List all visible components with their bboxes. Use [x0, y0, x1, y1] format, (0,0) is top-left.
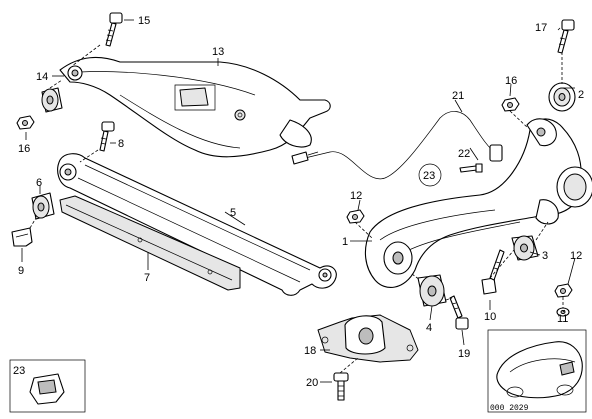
callout-5: 5: [230, 207, 236, 219]
inset-vehicle-locator: 000 2029: [487, 329, 587, 413]
callout-12-right: 12: [570, 250, 582, 262]
part-bushing-6[interactable]: [31, 192, 55, 220]
part-upper-control-arm[interactable]: [59, 56, 331, 158]
inset-clip-23: [9, 359, 86, 413]
callout-7: 7: [144, 272, 150, 284]
part-mount-bracket-18[interactable]: [317, 314, 419, 363]
callout-14: 14: [36, 71, 48, 83]
callout-16-left: 16: [18, 143, 30, 155]
callout-17: 17: [535, 22, 547, 34]
part-bolt-8[interactable]: [99, 121, 115, 152]
part-wheel-carrier-1[interactable]: [364, 118, 592, 288]
callout-16-right: 16: [505, 75, 517, 87]
callout-3: 3: [542, 250, 548, 262]
part-bolt-15[interactable]: [105, 12, 123, 47]
callout-23-circle: 23: [418, 163, 442, 187]
callout-23: 23: [423, 170, 435, 182]
callout-2: 2: [578, 89, 584, 101]
callout-19: 19: [458, 348, 470, 360]
part-screw-22[interactable]: [459, 163, 483, 173]
callout-23-inset: 23: [13, 365, 25, 377]
callout-15: 15: [138, 15, 150, 27]
callout-11: 11: [557, 313, 568, 325]
part-lower-link-5[interactable]: [57, 153, 337, 296]
callout-8: 8: [118, 138, 124, 150]
callout-22: 22: [458, 148, 470, 160]
part-nut-16-left[interactable]: [16, 115, 35, 130]
part-bolt-10[interactable]: [481, 249, 505, 295]
callout-10: 10: [484, 311, 496, 323]
part-bolt-20[interactable]: [333, 372, 349, 401]
callout-12-left: 12: [350, 190, 362, 202]
callout-4: 4: [426, 322, 432, 334]
part-speed-sensor-21[interactable]: [291, 111, 503, 180]
part-bolt-19[interactable]: [449, 295, 469, 330]
callout-20: 20: [306, 377, 318, 389]
callout-21: 21: [452, 90, 464, 102]
part-nut-12-right[interactable]: [554, 283, 573, 298]
part-cap-9[interactable]: [11, 227, 33, 247]
part-bushing-4[interactable]: [417, 274, 447, 307]
callout-6: 6: [36, 177, 42, 189]
part-deflector-7[interactable]: [59, 195, 241, 291]
callout-18: 18: [304, 345, 316, 357]
callout-1: 1: [342, 236, 348, 248]
part-nut-12-left[interactable]: [346, 209, 365, 224]
callout-13: 13: [212, 46, 224, 58]
callout-9: 9: [18, 265, 24, 277]
part-bushing-14[interactable]: [41, 87, 63, 113]
part-nut-16-right[interactable]: [501, 97, 520, 112]
part-bushing-3[interactable]: [511, 235, 539, 261]
part-bushing-2[interactable]: [548, 82, 576, 112]
part-bolt-17[interactable]: [557, 19, 575, 54]
reference-number: 000 2029: [490, 404, 529, 413]
